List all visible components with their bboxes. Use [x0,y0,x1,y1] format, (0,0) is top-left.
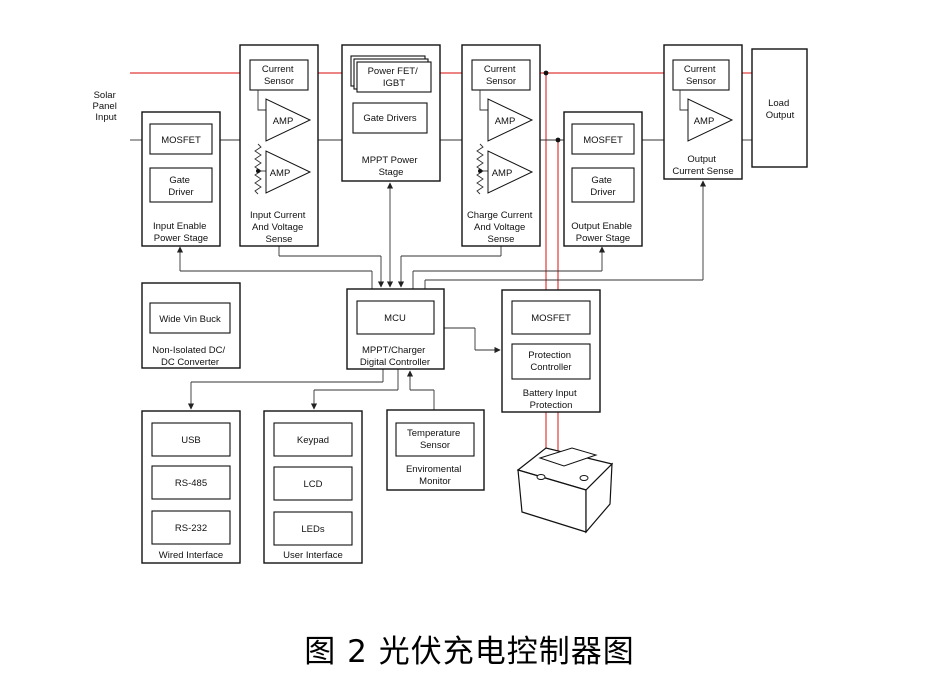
current-sensor-label: Current Sensor [262,64,296,87]
wide-vin-buck-label: Wide Vin Buck [159,314,221,325]
gate-driver-box [149,167,213,203]
output-enable-title: Output Enable Power Stage [571,221,634,244]
wide-vin-buck-box [149,302,231,334]
mosfet-label: MOSFET [531,313,571,324]
amp-triangle [687,98,734,142]
rs485-box [151,465,231,500]
lcd-label: LCD [303,479,322,490]
user-interface: Keypad LCD LEDs User Interface [263,410,363,564]
dcdc-title: Non-Isolated DC/ DC Converter [152,345,228,368]
leds-label: LEDs [301,524,324,535]
usb-box [151,422,231,457]
current-sensor-box [672,59,730,91]
amp-triangle [487,98,534,142]
rs232-label: RS-232 [175,523,207,534]
battery-protection-title: Battery Input Protection [523,388,580,411]
amp-label: AMP [270,168,291,179]
amp-triangle [487,150,534,194]
keypad-box [273,422,353,457]
rs485-label: RS-485 [175,478,207,489]
power-lines [130,72,752,458]
junction-dot [555,137,561,143]
gate-driver-box [571,167,635,203]
environmental-monitor-title: Enviromental Monitor [406,464,464,487]
mosfet-label: MOSFET [583,135,623,146]
user-interface-title: User Interface [283,550,343,561]
gate-drivers-label: Gate Drivers [363,113,417,124]
signal-lines [130,139,752,410]
amp-triangle [265,150,312,194]
input-sense-title: Input Current And Voltage Sense [250,210,308,245]
wired-interface-title: Wired Interface [159,550,223,561]
amp-label: AMP [495,116,516,127]
output-current-sense: Current Sensor AMP Output Current Sense [663,44,743,180]
leds-box [273,511,353,546]
battery-input-protection: MOSFET Protection Controller Battery Inp… [501,289,601,413]
gate-driver-label: Gate Driver [168,175,193,198]
current-sensor-box [471,59,531,91]
temperature-sensor-box [395,422,475,457]
keypad-label: Keypad [297,435,329,446]
charge-current-voltage-sense: Current Sensor AMP AMP Charge Current An… [461,44,541,247]
current-sensor-box [249,59,309,91]
mcu-label: MCU [384,313,406,324]
input-enable-power-stage: MOSFET Gate Driver Input Enable Power St… [141,111,221,247]
input-current-voltage-sense: Current Sensor AMP AMP Input Current And… [239,44,319,247]
environmental-monitor: Temperature Sensor Enviromental Monitor [386,409,485,491]
gate-driver-label: Gate Driver [590,175,615,198]
mosfet-box [571,123,635,155]
rs232-box [151,510,231,545]
output-sense-title: Output Current Sense [672,154,733,177]
lcd-box [273,466,353,501]
gate-drivers-box [352,102,428,134]
protection-controller-label: Protection Controller [528,350,573,373]
solar-panel-input-label: Solar Panel Input [93,90,120,123]
amp-label: AMP [694,116,715,127]
current-sensor-label: Current Sensor [684,64,718,87]
battery-icon [516,447,614,534]
load-output: Load Output [751,48,808,168]
temperature-sensor-label: Temperature Sensor [407,428,463,451]
power-fet-box [356,61,432,93]
current-sensor-label: Current Sensor [484,64,518,87]
mppt-stage-title: MPPT Power Stage [362,155,420,178]
amp-label: AMP [273,116,294,127]
mcu-box [356,300,435,335]
mosfet-box [149,123,213,155]
mosfet-box [511,300,591,335]
load-output-label: Load Output [766,98,795,121]
usb-label: USB [181,435,201,446]
output-enable-power-stage: MOSFET Gate Driver Output Enable Power S… [563,111,643,247]
power-fet-label: Power FET/ IGBT [368,66,421,89]
mosfet-label: MOSFET [161,135,201,146]
wired-interface: USB RS-485 RS-232 Wired Interface [141,410,241,564]
mppt-charger-digital-controller: MCU MPPT/Charger Digital Controller [346,288,445,370]
charge-sense-title: Charge Current And Voltage Sense [467,210,535,245]
protection-controller-box [511,343,591,380]
figure-caption: 图 2 光伏充电控制器图 [304,634,635,670]
input-enable-title: Input Enable Power Stage [153,221,209,244]
mcu-title: MPPT/Charger Digital Controller [360,345,430,368]
junction-dot [543,70,549,76]
amp-label: AMP [492,168,513,179]
mppt-power-stage: Power FET/ IGBT Gate Drivers MPPT Power … [341,44,441,182]
dcdc-converter: Wide Vin Buck Non-Isolated DC/ DC Conver… [141,282,241,369]
amp-triangle [265,98,312,142]
